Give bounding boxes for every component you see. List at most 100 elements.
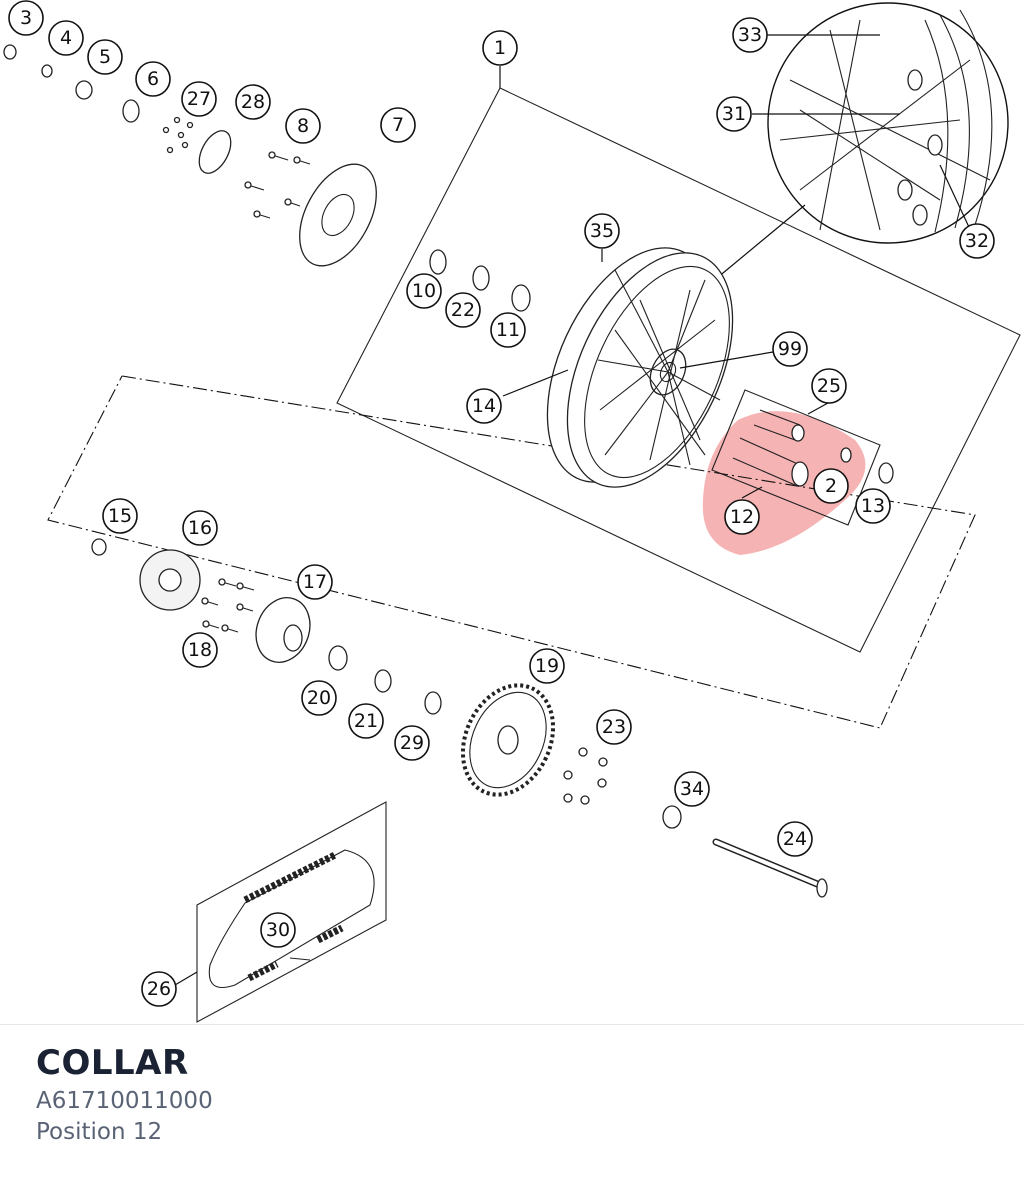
svg-text:31: 31 [722, 103, 746, 125]
hub-group-frame [47, 375, 976, 729]
callout-4: 4 [48, 20, 84, 56]
svg-text:13: 13 [861, 495, 885, 517]
svg-text:35: 35 [590, 220, 614, 242]
cush-drive-rubbers [139, 549, 201, 611]
svg-text:4: 4 [60, 27, 72, 49]
svg-text:20: 20 [307, 687, 331, 709]
callout-3: 3 [8, 0, 44, 36]
svg-text:29: 29 [400, 732, 424, 754]
callout-2: 2 [813, 468, 849, 504]
callout-14: 14 [466, 388, 502, 424]
rear-wheel [546, 247, 734, 488]
bearing-20 [328, 645, 348, 671]
wheel-assembly-frame [336, 87, 1021, 653]
bearing-6 [122, 99, 140, 123]
svg-text:17: 17 [303, 571, 327, 593]
sprocket-nuts [563, 747, 608, 805]
spoke-detail-view [767, 2, 1009, 244]
callout-5: 5 [87, 39, 123, 75]
circlip-22 [472, 265, 490, 291]
collar-29 [424, 691, 442, 715]
svg-text:2: 2 [825, 475, 837, 497]
bolts [162, 116, 311, 633]
svg-text:27: 27 [187, 88, 211, 110]
svg-text:8: 8 [297, 115, 309, 137]
callout-21: 21 [348, 703, 384, 739]
callout-16: 16 [182, 510, 218, 546]
bearing-10 [429, 249, 447, 275]
callout-28: 28 [235, 84, 271, 120]
nut [3, 44, 17, 60]
callout-24: 24 [777, 821, 813, 857]
washer [41, 64, 53, 78]
bearing-13 [878, 462, 894, 484]
callout-22: 22 [445, 292, 481, 328]
callout-26: 26 [141, 971, 177, 1007]
callout-7: 7 [380, 107, 416, 143]
part-position: Position 12 [36, 1119, 163, 1145]
callout-30: 30 [260, 912, 296, 948]
callout-29: 29 [394, 725, 430, 761]
axle [712, 838, 828, 898]
callout-12[interactable]: 12 [724, 499, 760, 535]
callout-8: 8 [285, 108, 321, 144]
svg-text:16: 16 [188, 517, 212, 539]
svg-text:28: 28 [241, 91, 265, 113]
svg-text:6: 6 [147, 68, 159, 90]
svg-text:7: 7 [392, 114, 404, 136]
bearing-11 [511, 284, 531, 312]
bearing-15 [91, 538, 107, 556]
callout-17: 17 [297, 564, 333, 600]
callout-11: 11 [490, 312, 526, 348]
callout-10: 10 [406, 273, 442, 309]
callout-13: 13 [855, 488, 891, 524]
callout-23: 23 [596, 709, 632, 745]
svg-text:10: 10 [412, 280, 436, 302]
svg-text:5: 5 [99, 46, 111, 68]
callout-6: 6 [135, 61, 171, 97]
callout-15: 15 [102, 498, 138, 534]
callout-35: 35 [584, 213, 620, 249]
callout-27: 27 [181, 81, 217, 117]
svg-text:22: 22 [451, 299, 475, 321]
svg-text:1: 1 [494, 37, 506, 59]
spacer-tubes [732, 409, 852, 487]
callout-32: 32 [959, 223, 995, 259]
exploded-parts-diagram: 1 2 3 4 5 6 7 8 10 11 12 13 14 15 16 17 … [3, 0, 1021, 1023]
svg-text:24: 24 [783, 828, 807, 850]
chain-frame [196, 801, 387, 1023]
svg-text:34: 34 [680, 778, 704, 800]
callout-99: 99 [772, 331, 808, 367]
svg-text:30: 30 [266, 919, 290, 941]
spacer-set-frame [711, 389, 881, 526]
svg-text:33: 33 [738, 24, 762, 46]
callout-18: 18 [182, 632, 218, 668]
callout-25: 25 [811, 368, 847, 404]
svg-text:18: 18 [188, 639, 212, 661]
svg-text:11: 11 [496, 319, 520, 341]
callout-31: 31 [716, 96, 752, 132]
part-info-panel: COLLAR A61710011000 Position 12 [0, 1024, 1024, 1178]
svg-text:14: 14 [472, 395, 496, 417]
svg-text:23: 23 [602, 716, 626, 738]
callout-20: 20 [301, 680, 337, 716]
part-title: COLLAR [36, 1043, 189, 1083]
part-number: A61710011000 [36, 1088, 213, 1114]
spacer-21 [374, 669, 392, 693]
callout-1: 1 [482, 30, 518, 66]
callout-34: 34 [674, 771, 710, 807]
svg-text:25: 25 [817, 375, 841, 397]
svg-text:32: 32 [965, 230, 989, 252]
svg-text:3: 3 [20, 7, 32, 29]
drive-chain [208, 849, 375, 989]
sprocket-carrier [255, 597, 311, 663]
svg-text:99: 99 [778, 338, 802, 360]
rear-sprocket [460, 683, 556, 797]
spacer [75, 80, 93, 100]
callout-19: 19 [529, 648, 565, 684]
callout-33: 33 [732, 17, 768, 53]
axle-nut [662, 805, 682, 829]
svg-text:15: 15 [108, 505, 132, 527]
seal-ring [198, 130, 232, 174]
svg-text:19: 19 [535, 655, 559, 677]
